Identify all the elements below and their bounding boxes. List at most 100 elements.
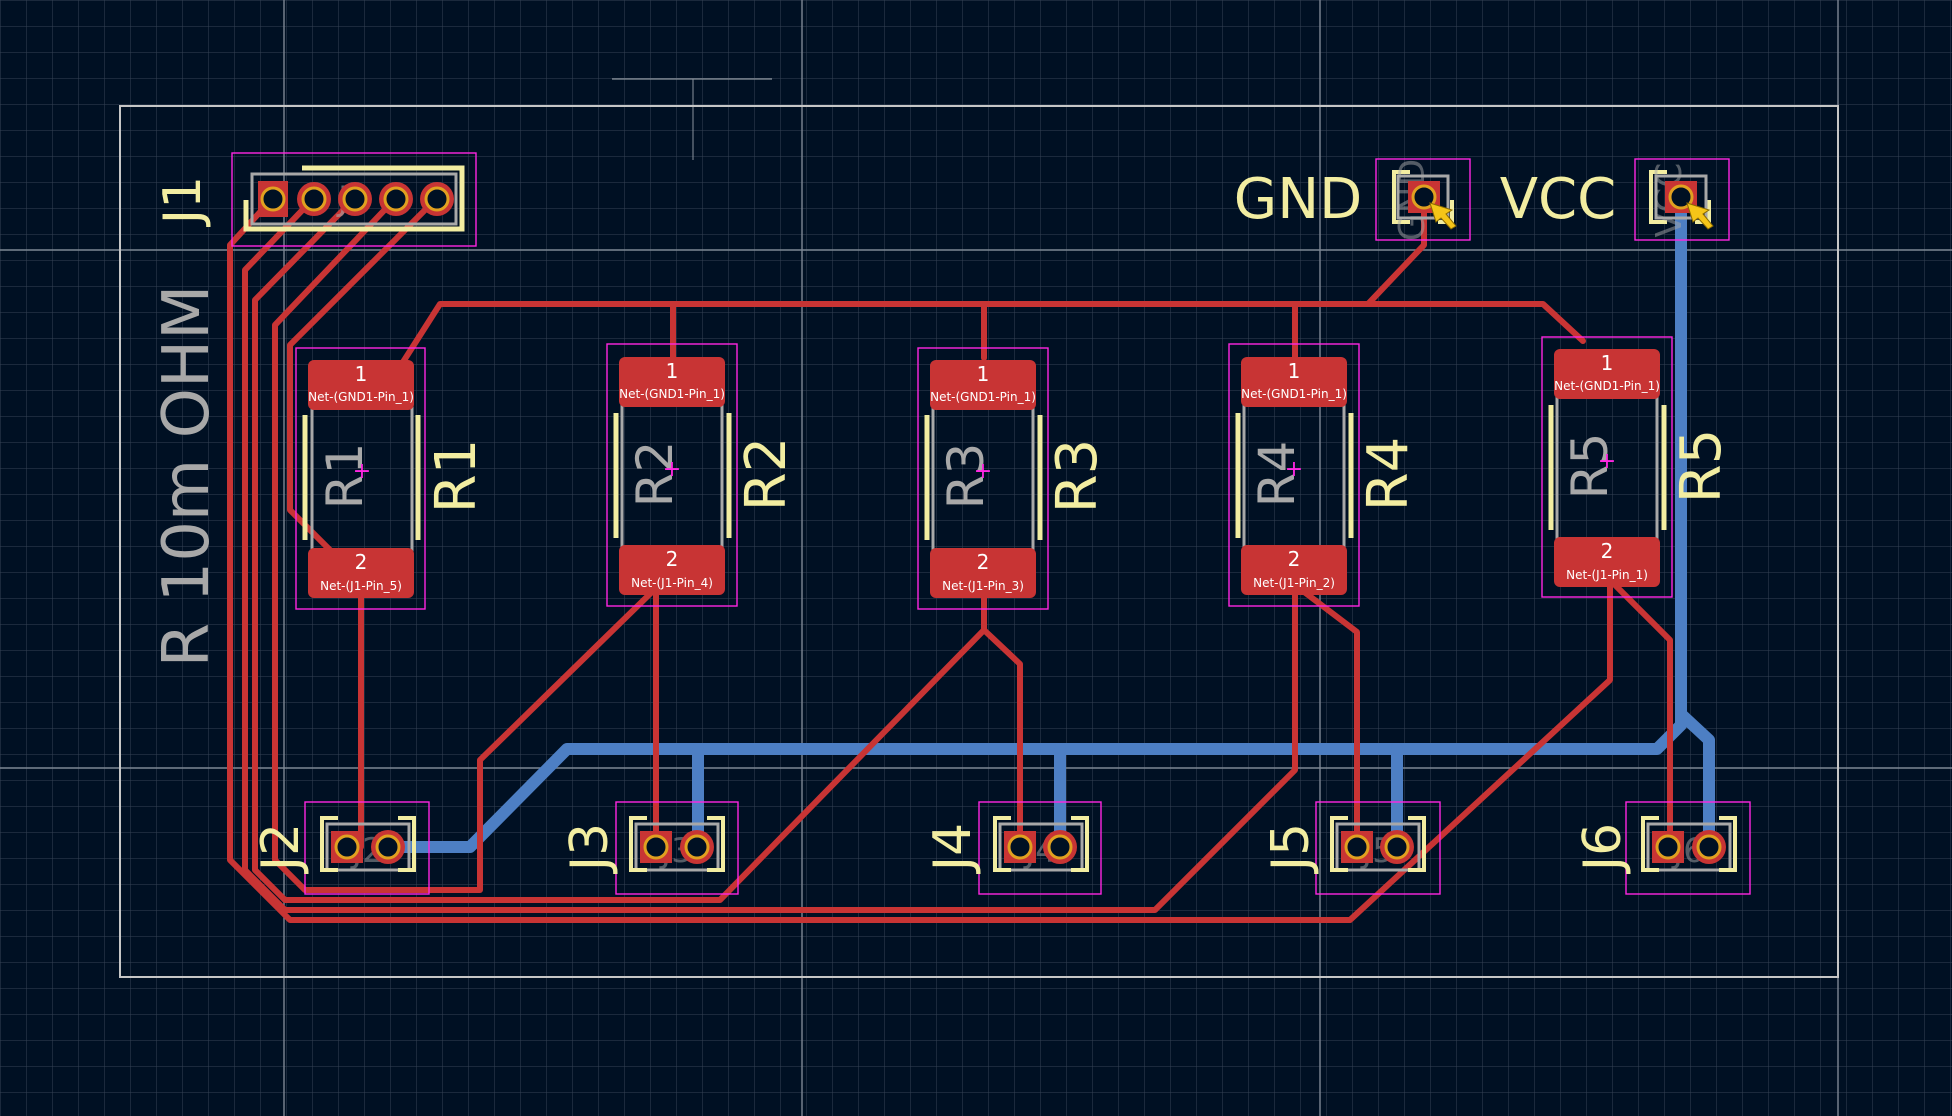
j6-silk-left [1641,816,1659,872]
j2-pad-1-drill [334,834,360,860]
j6-pad-1-drill [1655,834,1681,860]
r3-pad-2-number: 2 [977,550,990,574]
vcc-track-j6[interactable] [1675,708,1715,853]
j5-ref-label: J5 [1261,823,1321,874]
net-j1-pin2[interactable] [242,196,1298,913]
j3-silk-left [629,816,647,872]
j5-footprint[interactable]: J5 J5 [1261,816,1426,874]
j6-ref-label: J6 [1573,823,1633,874]
r2-center-mark: + [663,457,681,482]
r1-footprint[interactable]: R1 + 1 Net-(GND1-Pin_1) 2 Net-(J1-Pin_5)… [302,360,489,598]
net-r4-j5[interactable] [1292,582,1360,850]
r5-pad-2-number: 2 [1601,539,1614,563]
j1-footprint[interactable]: J1 J1 [153,165,465,232]
r3-pad-2[interactable] [930,548,1036,598]
r4-pad-1-number: 1 [1288,359,1301,383]
j1-fab-outline [250,172,458,226]
j2-footprint[interactable]: J2 J2 [251,816,416,874]
r1-pad-2-number: 2 [355,550,368,574]
r4-pad-2[interactable] [1241,545,1347,595]
r4-pad-1[interactable] [1241,357,1347,407]
r3-pad-1-number: 1 [977,362,990,386]
j4-ref-label: J4 [923,823,983,874]
r2-footprint[interactable]: R2 + 1 Net-(GND1-Pin_1) 2 Net-(J1-Pin_4)… [613,357,799,595]
net-j1-pin5[interactable] [287,196,439,568]
j6-pad-2-drill [1696,834,1722,860]
r5-fab-label: R5 [1561,433,1619,500]
r2-pad-1[interactable] [619,357,725,407]
r1-pad-1-number: 1 [355,362,368,386]
j6-fab-outline [1646,822,1732,872]
j4-fab-outline [998,822,1084,872]
r3-pad-1[interactable] [930,360,1036,410]
r5-pad-2-net: Net-(J1-Pin_1) [1566,568,1648,582]
r3-pad-1-net: Net-(GND1-Pin_1) [930,390,1036,404]
gnd-bus-track[interactable] [379,301,1586,398]
r3-center-mark: + [974,459,992,484]
r3-fab-label: R3 [937,443,995,510]
net-r3-j4[interactable] [981,627,1023,850]
j2-fab-outline [325,822,411,872]
gnd-ref-label: GND [1234,167,1362,232]
r4-footprint[interactable]: R4 + 1 Net-(GND1-Pin_1) 2 Net-(J1-Pin_2)… [1235,357,1421,595]
r4-center-mark: + [1285,457,1303,482]
j2-silk-right [398,816,416,872]
r3-footprint[interactable]: R3 + 1 Net-(GND1-Pin_1) 2 Net-(J1-Pin_3)… [924,360,1110,598]
anchor-arrow-icon [1429,202,1457,230]
j2-pad-2-drill [375,834,401,860]
r1-fab-label: R1 [316,443,374,510]
gnd-fab-outline [1396,174,1450,220]
anchor-arrow-icon [1686,202,1714,230]
vcc-ref-label: VCC [1500,167,1617,232]
j1-pad-3-drill [342,186,368,212]
r1-pad-1-net: Net-(GND1-Pin_1) [308,390,414,404]
net-r5-j6[interactable] [1607,577,1673,850]
j4-pad-2-drill [1047,834,1073,860]
j1-pad-1-drill [260,186,286,212]
j2-ref-label: J2 [251,823,311,874]
r5-pad-1[interactable] [1554,349,1660,399]
board-outline[interactable] [119,105,1839,978]
j4-pad-1-drill [1007,834,1033,860]
r2-pad-2-net: Net-(J1-Pin_4) [631,576,713,590]
j1-pad-2-drill [301,186,327,212]
j5-pad-2-drill [1384,834,1410,860]
j6-silk-right [1719,816,1737,872]
r5-footprint[interactable]: R5 + 1 Net-(GND1-Pin_1) 2 Net-(J1-Pin_1)… [1548,349,1734,587]
r1-pad-1[interactable] [308,360,414,410]
j3-silk-right [707,816,725,872]
r2-pad-2[interactable] [619,545,725,595]
r5-pad-1-number: 1 [1601,351,1614,375]
r4-pad-2-net: Net-(J1-Pin_2) [1253,576,1335,590]
r3-pad-2-net: Net-(J1-Pin_3) [942,579,1024,593]
r1-pad-2-net: Net-(J1-Pin_5) [320,579,402,593]
r5-center-mark: + [1598,449,1616,474]
j6-footprint[interactable]: J6 J6 [1573,816,1737,874]
j5-pad-1-drill [1344,834,1370,860]
j3-ref-label: J3 [560,823,620,874]
r2-ref-label: R2 [734,437,799,512]
board-value-label: R 10m OHM [150,285,224,668]
j2-silk-left [320,816,338,872]
vcc-bus-track[interactable] [384,191,1687,853]
r2-pad-1-number: 1 [666,359,679,383]
courtyards [231,152,1751,895]
gnd-footprint[interactable]: GND GND [1234,159,1457,242]
r1-pad-2[interactable] [308,548,414,598]
j3-pad-2-drill [684,834,710,860]
j3-pad-1-drill [643,834,669,860]
r5-pad-1-net: Net-(GND1-Pin_1) [1554,379,1660,393]
vcc-footprint[interactable]: VCC VCC [1500,163,1714,238]
vcc-fab-outline [1654,174,1708,220]
j1-silkscreen [243,165,465,232]
j5-fab-outline [1335,822,1421,872]
j1-pad-5-drill [424,186,450,212]
r1-ref-label: R1 [424,439,489,514]
j3-footprint[interactable]: J3 J3 [560,816,725,874]
r2-fab-label: R2 [626,441,684,508]
r5-pad-2[interactable] [1554,537,1660,587]
j3-fab-outline [634,822,720,872]
j4-footprint[interactable]: J4 J4 [923,816,1089,874]
net-j1-pin1[interactable] [227,196,1613,923]
